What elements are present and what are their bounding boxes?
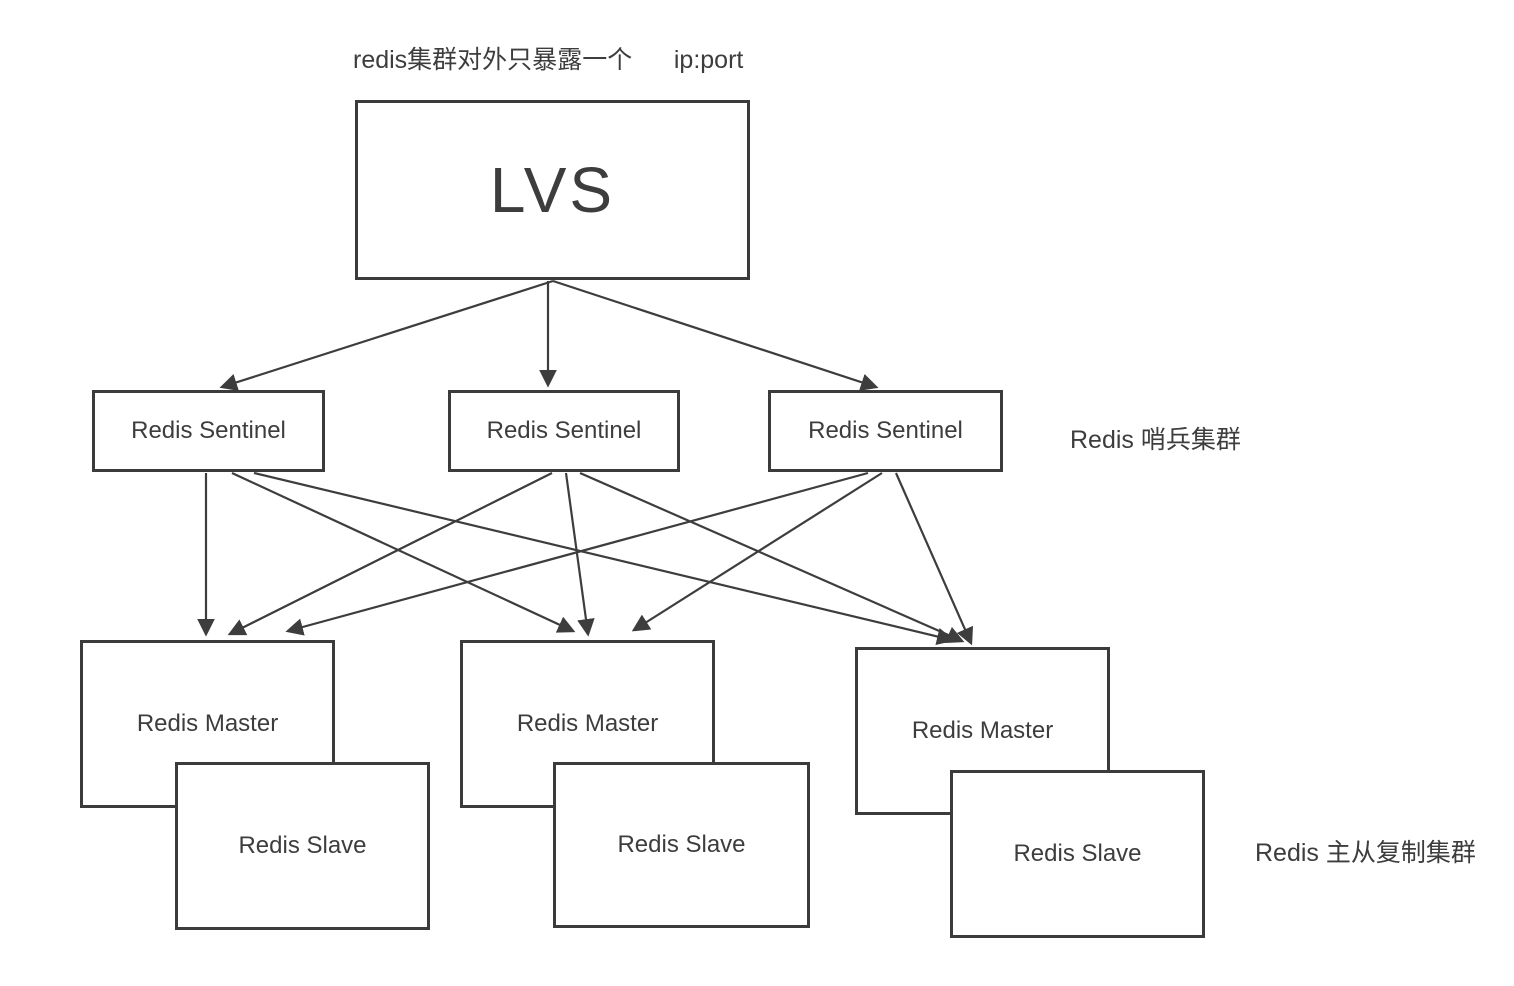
edge-sentinel3-master1 bbox=[285, 471, 869, 636]
sentinel-node-1: Redis Sentinel bbox=[92, 390, 325, 472]
master-label-2: Redis Master bbox=[516, 710, 659, 737]
sentinel-node-3: Redis Sentinel bbox=[768, 390, 1003, 472]
lvs-label: LVS bbox=[489, 154, 616, 226]
edge-sentinel2-master2 bbox=[564, 472, 595, 637]
sentinel-cluster-label: Redis 哨兵集群 bbox=[1070, 426, 1241, 454]
sentinel-label-1: Redis Sentinel bbox=[131, 417, 286, 444]
slave-label-1: Redis Slave bbox=[238, 832, 367, 859]
master-label-1: Redis Master bbox=[136, 710, 279, 737]
sentinel-node-2: Redis Sentinel bbox=[448, 390, 680, 472]
sentinel-label-2: Redis Sentinel bbox=[486, 417, 642, 444]
slave-node-1: Redis Slave bbox=[175, 762, 430, 930]
edge-sentinel2-master1 bbox=[227, 472, 553, 636]
master-label-3: Redis Master bbox=[911, 717, 1054, 744]
edge-sentinel3-master2 bbox=[631, 472, 883, 632]
slave-label-3: Redis Slave bbox=[1013, 840, 1142, 867]
edge-lvs-sentinel3 bbox=[552, 279, 879, 391]
diagram-title: redis集群对外只暴露一个 ip:port bbox=[353, 46, 744, 74]
edge-sentinel2-master3 bbox=[579, 471, 965, 644]
edge-lvs-sentinel1 bbox=[219, 279, 554, 391]
slave-node-3: Redis Slave bbox=[950, 770, 1205, 938]
lvs-node: LVS bbox=[355, 100, 750, 280]
edge-sentinel1-master2 bbox=[231, 472, 576, 633]
edge-sentinel3-master3 bbox=[894, 472, 974, 646]
slave-node-2: Redis Slave bbox=[553, 762, 810, 928]
sentinel-label-3: Redis Sentinel bbox=[808, 417, 963, 444]
replication-cluster-label: Redis 主从复制集群 bbox=[1255, 839, 1476, 867]
slave-label-2: Redis Slave bbox=[617, 831, 746, 858]
edge-sentinel1-master3 bbox=[253, 471, 955, 646]
